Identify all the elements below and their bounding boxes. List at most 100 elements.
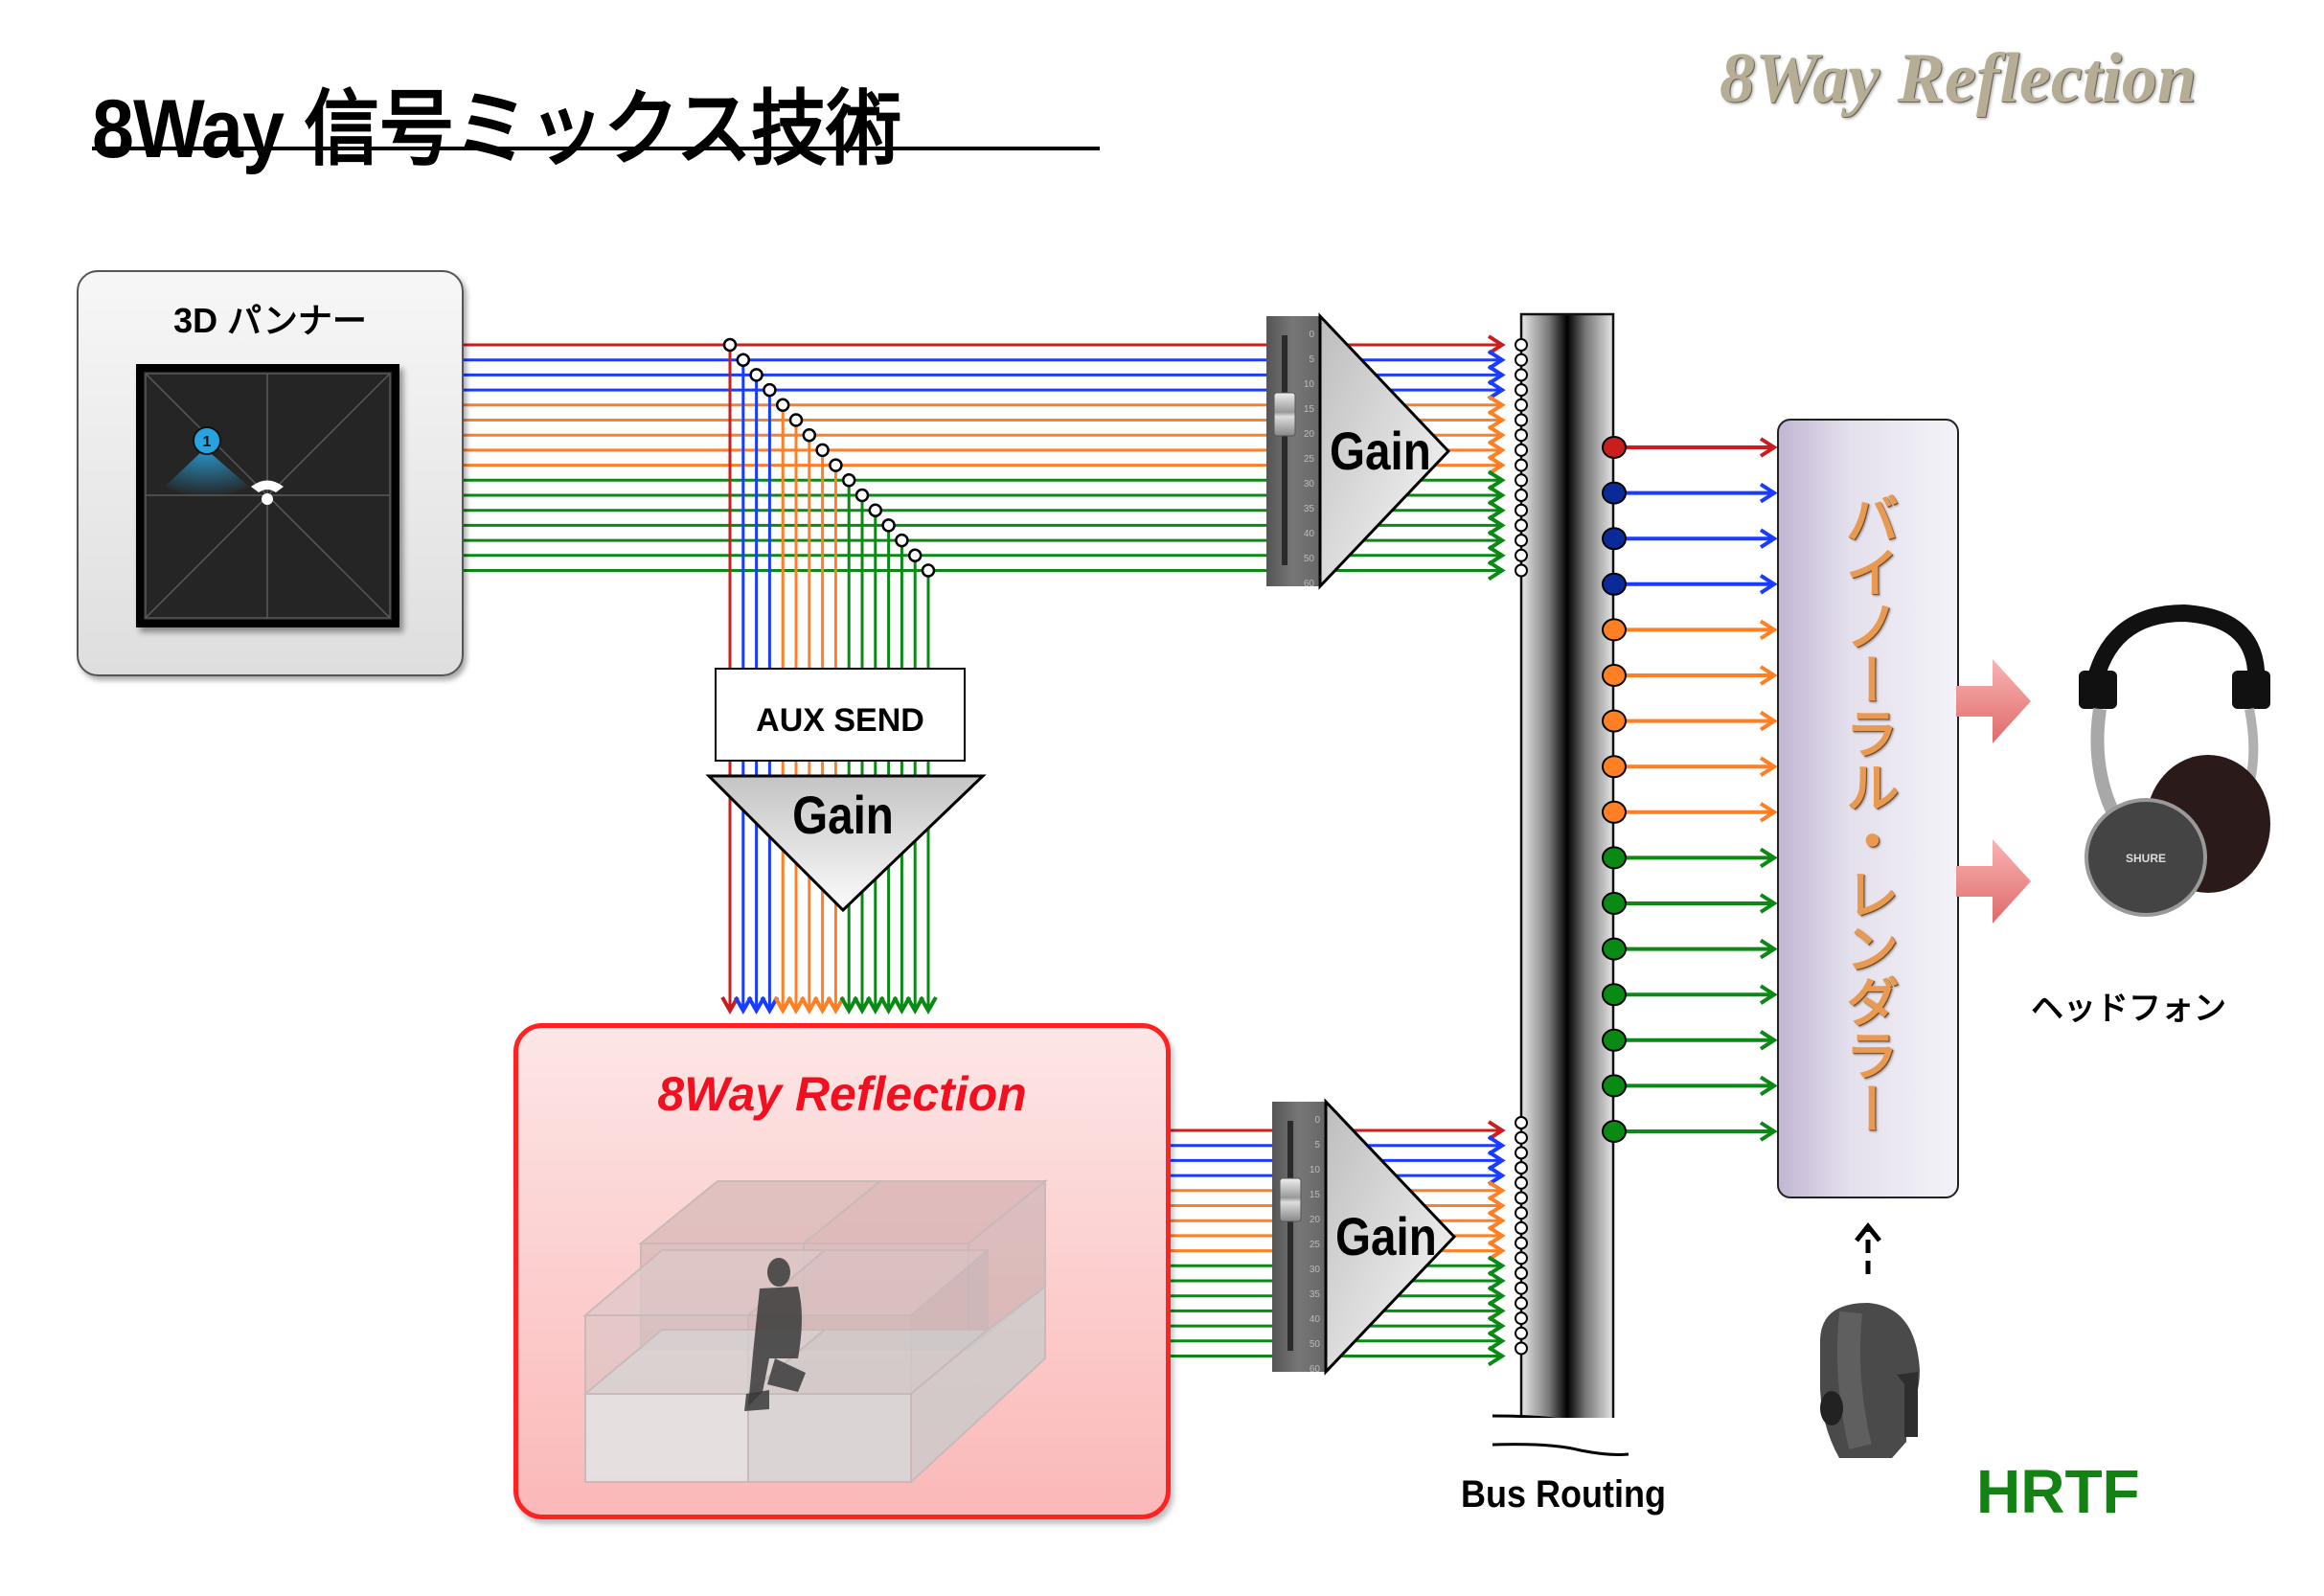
- bus-input-node: [1515, 1266, 1528, 1280]
- bus-input-node: [1515, 1116, 1528, 1129]
- arrowhead: [1487, 1180, 1506, 1201]
- reflection-title: 8Way Reflection: [657, 1067, 1027, 1121]
- aux-tap-node: [841, 473, 856, 488]
- arrowhead: [826, 996, 846, 1015]
- bus-output-wires: [1602, 436, 1778, 1143]
- aux-tap-node: [736, 353, 751, 367]
- aux-tap-node: [907, 548, 923, 563]
- output-arrow-right-ear: [1956, 839, 2031, 923]
- headphones-icon: SHURE: [2079, 604, 2270, 917]
- bus-output-node: [1602, 618, 1627, 642]
- bus-output-node: [1602, 1120, 1627, 1143]
- renderer-label: バイノーラル・レンダラー: [1838, 491, 1899, 1135]
- arrowhead: [853, 996, 872, 1015]
- arrowhead: [878, 996, 899, 1015]
- bus-input-node: [1515, 1326, 1528, 1340]
- fader-scale-tick: 40: [1304, 529, 1315, 539]
- fader-scale-tick: 20: [1304, 429, 1315, 440]
- arrowhead: [1759, 1121, 1778, 1142]
- arrowhead: [786, 996, 806, 1015]
- bus-break-gap: [1475, 1418, 1648, 1443]
- bus-input-node: [1515, 1251, 1528, 1265]
- bus-output-node: [1602, 664, 1627, 687]
- arrowhead: [1759, 437, 1778, 458]
- aux-tap-node: [749, 368, 763, 382]
- speaker-cone: [165, 448, 249, 497]
- fader-scale-tick: 50: [1304, 554, 1315, 564]
- panner-module: 3D パンナー 1: [77, 270, 464, 676]
- arrowhead: [1487, 1150, 1506, 1172]
- arrowhead: [1487, 1315, 1506, 1336]
- headphones-label: ヘッドフォン: [2031, 991, 2226, 1027]
- arrowhead: [1487, 1331, 1506, 1352]
- fader-scale-tick: 60: [1310, 1364, 1321, 1375]
- aux-tap-node: [788, 413, 804, 427]
- bus-input-node: [1515, 443, 1528, 457]
- fader-scale-tick: 10: [1304, 379, 1315, 390]
- reflection-module: 8Way Reflection: [513, 1023, 1171, 1519]
- bus-input-node: [1515, 338, 1528, 352]
- fader-scale-tick: 30: [1304, 479, 1315, 490]
- bus-output-node: [1602, 983, 1627, 1007]
- bus-input-node: [1515, 383, 1528, 398]
- bus-input-node: [1515, 563, 1528, 578]
- arrowhead: [866, 996, 885, 1015]
- arrowhead: [812, 996, 832, 1015]
- aux-tap-node: [802, 427, 817, 443]
- arrowhead: [1487, 379, 1506, 400]
- arrowhead: [1759, 893, 1778, 914]
- fader-scale-tick: 5: [1314, 1140, 1320, 1151]
- arrowhead: [1487, 1286, 1506, 1307]
- fader-scale-tick: 0: [1309, 330, 1314, 340]
- bus-input-node: [1515, 1206, 1528, 1220]
- arrowhead: [1487, 1345, 1506, 1367]
- arrowhead: [1487, 559, 1506, 581]
- fader-scale-tick: 25: [1304, 454, 1315, 465]
- arrowhead: [1759, 847, 1778, 869]
- arrowhead: [800, 996, 819, 1015]
- fader-scale-tick: 15: [1310, 1190, 1321, 1200]
- arrowhead: [1759, 528, 1778, 549]
- hrtf-section: [1820, 1221, 1920, 1458]
- bus-input-node: [1515, 1281, 1528, 1295]
- aux-tap-node: [722, 337, 738, 353]
- panner-display[interactable]: 1: [136, 364, 399, 627]
- arrowhead: [1759, 619, 1778, 641]
- arrowhead: [1487, 1135, 1506, 1156]
- arrowhead: [1759, 756, 1778, 777]
- fader-scale-tick: 40: [1310, 1314, 1321, 1325]
- arrowhead: [1487, 469, 1506, 490]
- arrowhead: [1487, 364, 1506, 386]
- arrowhead: [1759, 1030, 1778, 1051]
- aux-tap-node: [895, 533, 909, 548]
- room-cubes-illustration: [582, 1178, 1048, 1485]
- fader-scale-tick: 60: [1304, 579, 1315, 589]
- room-cubes: [582, 1178, 1048, 1485]
- arrowhead: [1487, 334, 1506, 355]
- dashed-up-arrow: [1855, 1221, 1881, 1274]
- arrowhead: [1487, 1300, 1506, 1322]
- bus-output-node: [1602, 1028, 1627, 1052]
- svg-text:SHURE: SHURE: [2126, 852, 2166, 865]
- bus-input-node: [1515, 518, 1528, 533]
- arrowhead: [919, 996, 938, 1015]
- arrowhead: [1759, 938, 1778, 960]
- fader-track: [1282, 335, 1287, 565]
- gain-label: Gain: [1330, 422, 1431, 481]
- bus-input-node: [1515, 353, 1528, 367]
- aux-tap-node: [921, 563, 936, 578]
- source-badge: 1: [203, 434, 212, 450]
- aux-tap-node: [763, 382, 777, 398]
- speaker-source-icon[interactable]: 1: [193, 426, 221, 455]
- arrowhead: [1487, 1240, 1506, 1262]
- bus-output-node: [1602, 755, 1627, 779]
- arrowhead: [773, 996, 792, 1015]
- fader-scale-tick: 10: [1310, 1165, 1321, 1175]
- arrowhead: [1759, 984, 1778, 1005]
- arrowhead: [1487, 1210, 1506, 1231]
- arrowhead: [892, 996, 912, 1015]
- page-title: 8Way 信号ミックス技術: [92, 83, 901, 175]
- aux-tap-node: [829, 458, 843, 472]
- bus-input-node: [1515, 489, 1528, 502]
